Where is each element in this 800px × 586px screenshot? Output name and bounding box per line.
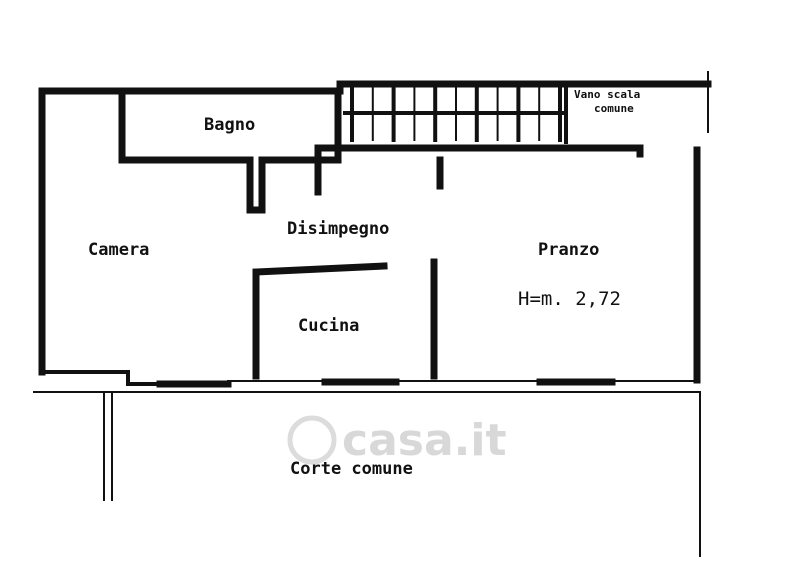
stair-enclosure — [314, 82, 644, 196]
court-lines — [103, 391, 701, 557]
label-camera: Camera — [88, 240, 149, 260]
label-corte-comune: Corte comune — [290, 459, 413, 479]
watermark-text: casa.it — [342, 415, 506, 466]
label-cucina: Cucina — [298, 316, 359, 336]
label-bagno: Bagno — [204, 115, 255, 135]
kitchen-walls — [252, 258, 438, 380]
label-vano-scala-1: Vano scala — [574, 88, 640, 101]
label-disimpegno: Disimpegno — [287, 219, 389, 239]
stair-south-wall — [314, 144, 644, 196]
south-wall — [40, 370, 162, 386]
watermark-house-icon — [287, 415, 337, 465]
outer-walls — [33, 71, 712, 393]
bathroom-wall-west — [118, 87, 254, 164]
label-pranzo: Pranzo — [538, 240, 599, 260]
bathroom-wall-south — [246, 156, 342, 214]
watermark: casa.it — [287, 415, 506, 466]
bathroom-walls — [118, 87, 342, 214]
label-vano-scala-2: comune — [594, 102, 634, 115]
west-wall — [38, 87, 344, 376]
label-height: H=m. 2,72 — [518, 288, 621, 310]
kitchen-wall-north — [252, 262, 388, 380]
stair-steps — [350, 84, 562, 142]
